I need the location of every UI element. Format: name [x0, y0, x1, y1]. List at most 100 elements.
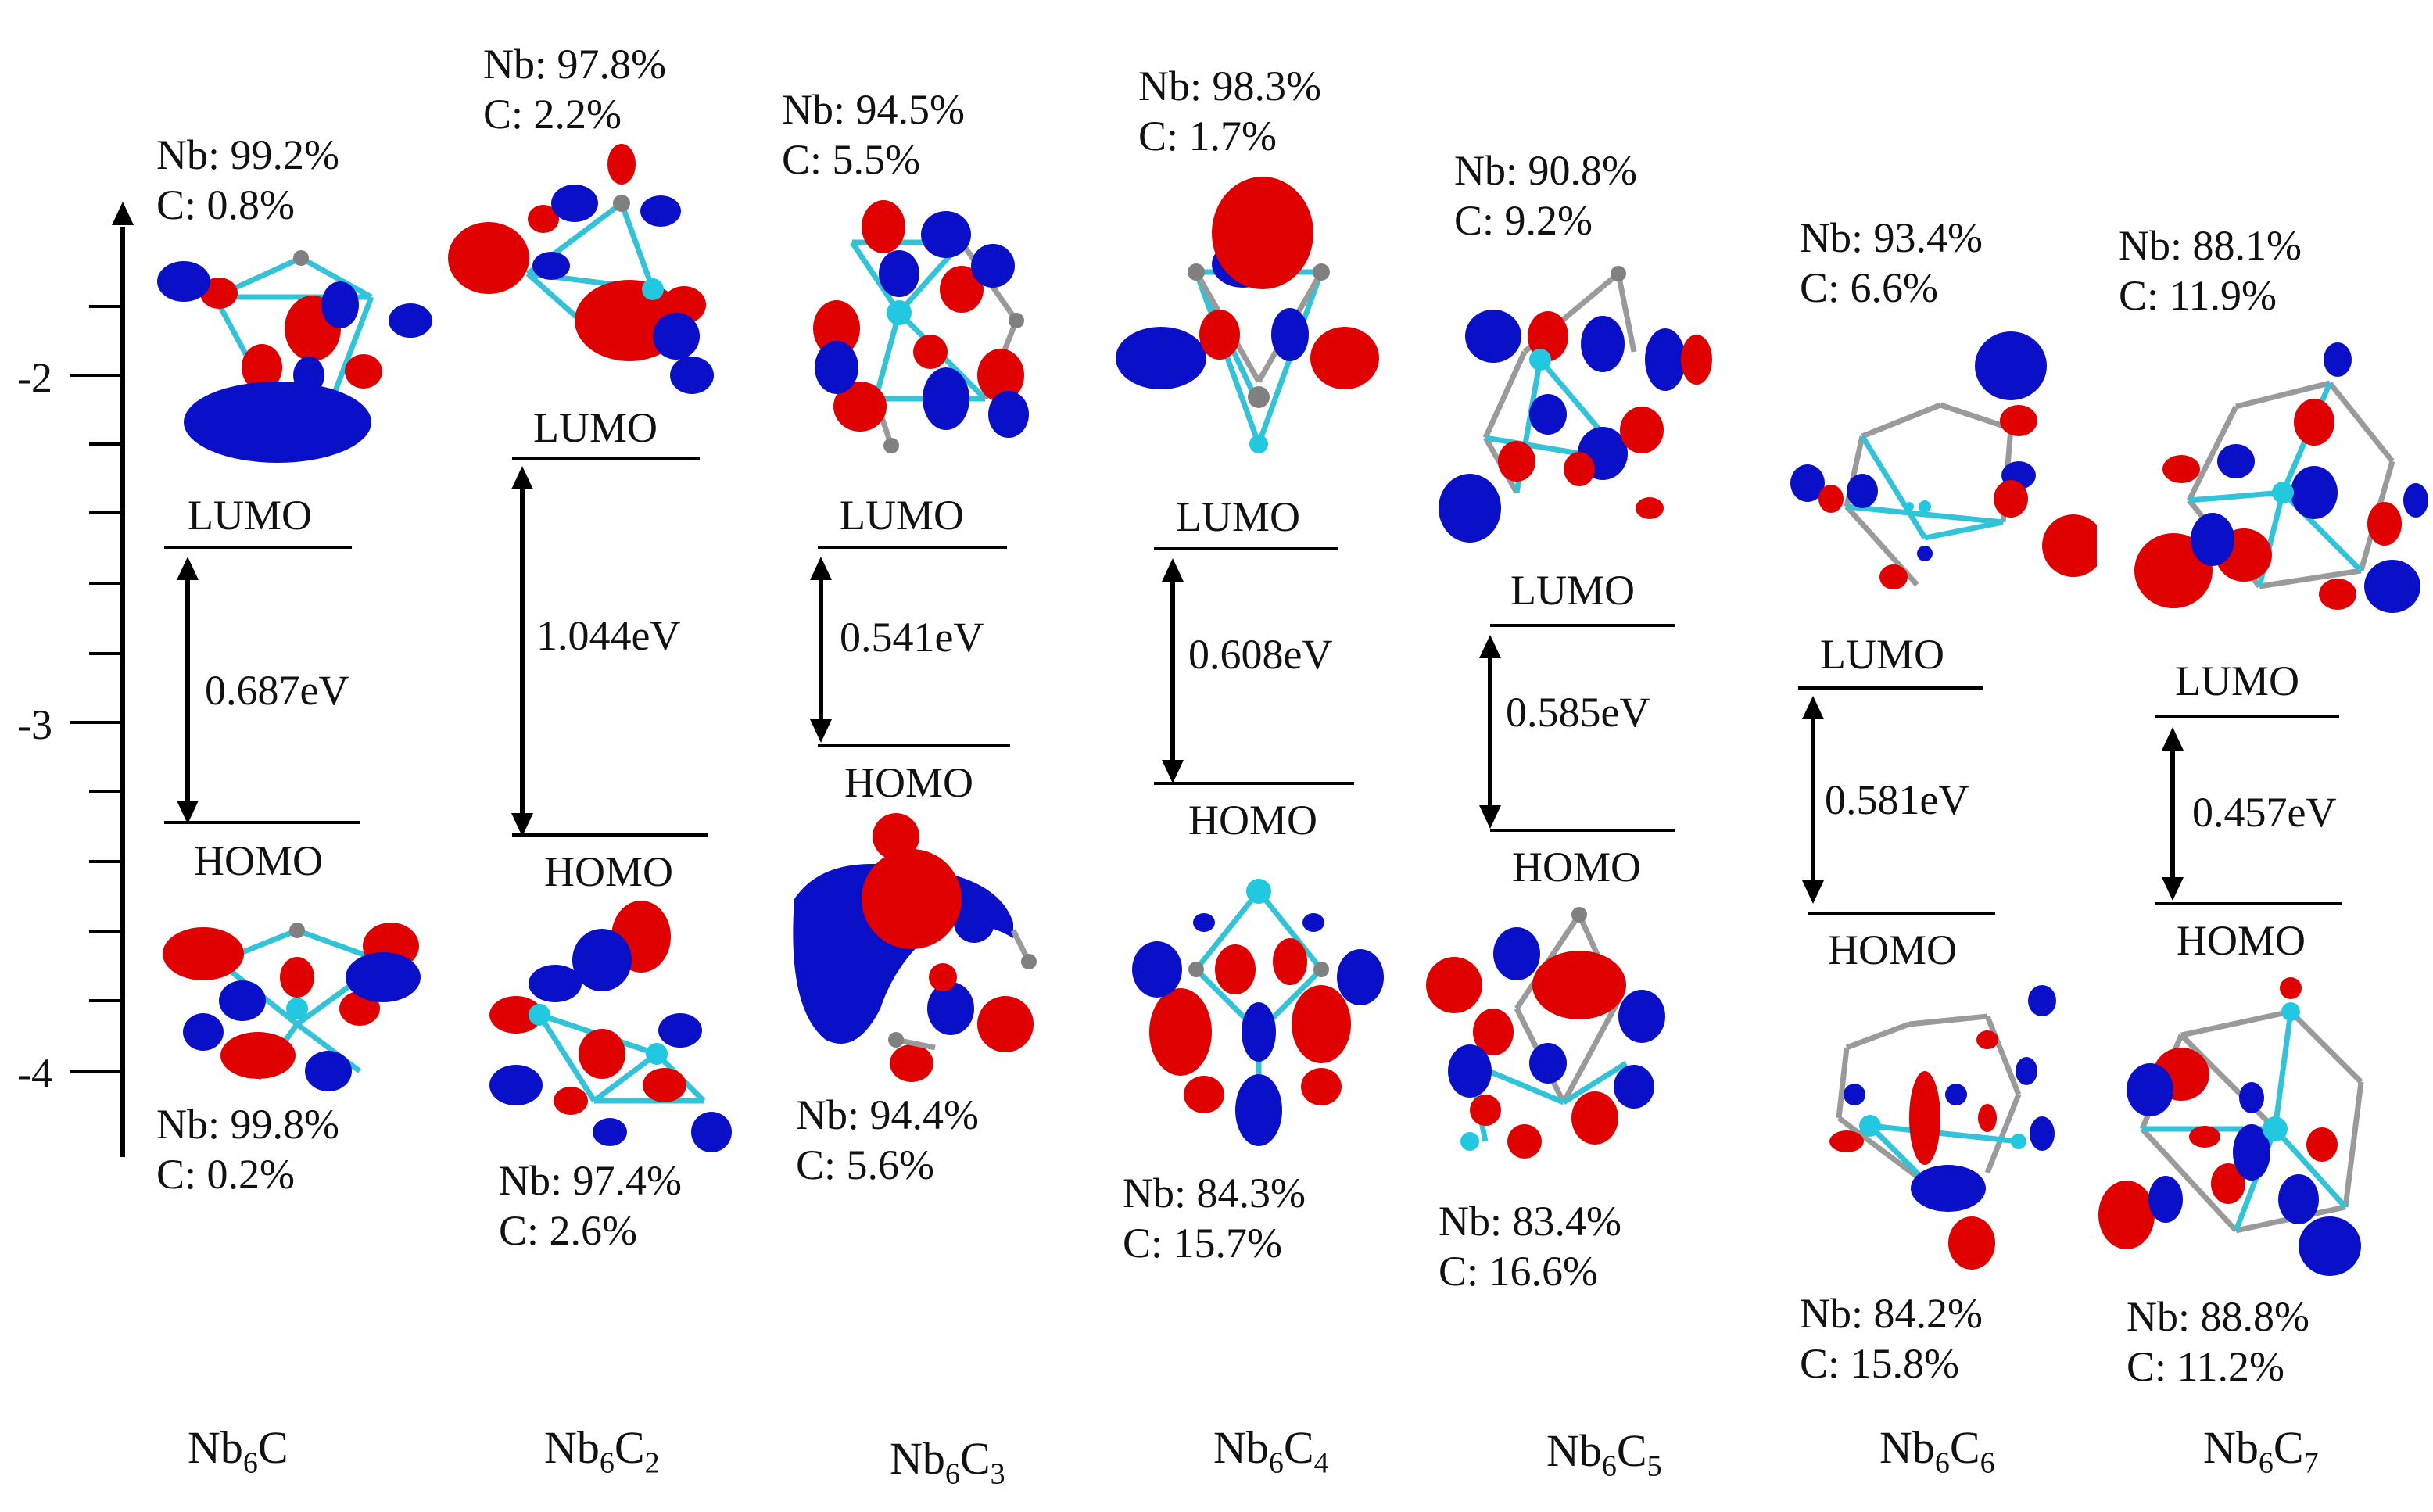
cluster-name-c: C	[614, 1422, 645, 1473]
cluster-name-nb: Nb	[1546, 1425, 1602, 1476]
homo-level-line	[2155, 902, 2342, 905]
cluster-name: Nb6C6	[1879, 1421, 1995, 1481]
homo-level-line	[1490, 829, 1675, 832]
cluster-name: Nb6C4	[1213, 1421, 1329, 1481]
lumo-level-line	[512, 457, 700, 460]
cluster-name-c: C	[1949, 1422, 1980, 1473]
lumo-nb-percent: Nb: 90.8%	[1454, 147, 1637, 194]
gap-arrow-head-down	[1802, 880, 1824, 904]
lumo-c-percent: C: 0.8%	[156, 181, 296, 228]
homo-orbital-cluster	[489, 901, 732, 1152]
lumo-level-line	[818, 546, 1007, 549]
homo-c-percent: C: 5.6%	[796, 1141, 935, 1188]
cluster-name-c: C	[959, 1433, 991, 1484]
axis-tick-label: -3	[17, 701, 52, 748]
lumo-level-line	[1154, 547, 1338, 550]
homo-nb-percent: Nb: 99.8%	[156, 1101, 339, 1148]
homo-nb-percent: Nb: 83.4%	[1439, 1198, 1621, 1245]
lumo-c-percent: C: 2.2%	[483, 91, 622, 138]
cluster-name-c: C	[2273, 1422, 2304, 1473]
lumo-nb-percent: Nb: 88.1%	[2119, 222, 2302, 269]
lumo-c-percent: C: 11.9%	[2119, 272, 2277, 319]
cluster-name-sub-nb: 6	[1601, 1449, 1617, 1483]
axis-tick-minor	[89, 930, 124, 933]
lumo-composition: Nb: 88.1% C: 11.9%	[2119, 220, 2302, 321]
cluster-name: Nb6C7	[2203, 1421, 2319, 1481]
homo-orbital-cluster	[1426, 907, 1665, 1159]
cluster-name-sub-nb: 6	[2258, 1446, 2274, 1480]
axis-tick-minor	[89, 790, 124, 793]
axis-tick-major	[70, 374, 124, 377]
homo-orbital-cluster	[163, 923, 421, 1091]
gap-arrow-head-up	[1802, 696, 1824, 719]
homo-composition: Nb: 83.4% C: 16.6%	[1439, 1196, 1621, 1296]
gap-value: 1.044eV	[536, 612, 681, 659]
gap-arrow	[520, 485, 525, 822]
lumo-nb-percent: Nb: 93.4%	[1800, 214, 1983, 261]
cluster-name-sub-c: 5	[1646, 1449, 1662, 1483]
lumo-c-percent: C: 5.5%	[782, 136, 921, 183]
gap-arrow-head-down	[1479, 805, 1501, 829]
homo-nb-percent: Nb: 97.4%	[499, 1157, 682, 1204]
homo-composition: Nb: 94.4% C: 5.6%	[796, 1090, 979, 1190]
homo-composition: Nb: 88.8% C: 11.2%	[2127, 1292, 2309, 1392]
homo-c-percent: C: 16.6%	[1439, 1248, 1599, 1295]
lumo-label: LUMO	[2175, 657, 2299, 704]
lumo-orbital-cluster	[1439, 266, 1712, 543]
lumo-nb-percent: Nb: 94.5%	[782, 86, 965, 133]
lumo-composition: Nb: 97.8% C: 2.2%	[483, 39, 666, 139]
cluster-name-sub-c: 7	[2303, 1446, 2319, 1480]
cluster-name-c: C	[1616, 1425, 1647, 1476]
cluster-name-c: C	[1283, 1422, 1314, 1473]
lumo-composition: Nb: 90.8% C: 9.2%	[1454, 145, 1637, 245]
lumo-c-percent: C: 9.2%	[1454, 197, 1593, 244]
lumo-orbital-cluster	[1116, 177, 1379, 453]
gap-arrow-head-down	[1162, 760, 1184, 783]
lumo-composition: Nb: 99.2% C: 0.8%	[156, 130, 339, 230]
gap-arrow-head-down	[511, 813, 533, 837]
cluster-name-nb: Nb	[188, 1422, 243, 1473]
axis-tick-minor	[89, 511, 124, 514]
axis-tick-major	[70, 721, 124, 724]
lumo-composition: Nb: 98.3% C: 1.7%	[1138, 61, 1321, 161]
lumo-orbital-cluster	[1790, 331, 2097, 589]
gap-value: 0.608eV	[1188, 631, 1333, 678]
lumo-nb-percent: Nb: 98.3%	[1138, 63, 1321, 109]
gap-arrow-head-up	[1479, 635, 1501, 658]
homo-label: HOMO	[844, 759, 974, 806]
axis-tick-major	[70, 1070, 124, 1073]
homo-label: HOMO	[1512, 844, 1642, 890]
lumo-nb-percent: Nb: 97.8%	[483, 41, 666, 88]
homo-orbital-cluster	[793, 813, 1037, 1082]
homo-c-percent: C: 15.8%	[1800, 1340, 1960, 1387]
gap-arrow-head-up	[810, 557, 832, 580]
homo-composition: Nb: 84.3% C: 15.7%	[1123, 1168, 1306, 1268]
homo-label: HOMO	[544, 848, 674, 895]
cluster-name: Nb6C5	[1546, 1424, 1662, 1484]
homo-c-percent: C: 2.6%	[499, 1207, 638, 1254]
gap-arrow-head-up	[1162, 558, 1184, 582]
axis-tick-minor	[89, 305, 124, 308]
gap-arrow-head-down	[810, 719, 832, 743]
homo-label: HOMO	[1828, 926, 1958, 973]
cluster-name-nb: Nb	[544, 1422, 600, 1473]
lumo-orbital-cluster	[2134, 342, 2428, 613]
gap-value: 0.585eV	[1506, 689, 1650, 736]
cluster-name-sub-nb: 6	[1268, 1446, 1284, 1480]
lumo-level-line	[1490, 624, 1675, 627]
homo-nb-percent: Nb: 88.8%	[2127, 1293, 2309, 1340]
lumo-label: LUMO	[840, 492, 964, 539]
lumo-orbital-cluster	[813, 200, 1029, 453]
homo-composition: Nb: 97.4% C: 2.6%	[499, 1155, 682, 1256]
energy-axis-arrowhead	[112, 202, 134, 225]
axis-tick-minor	[89, 652, 124, 655]
axis-tick-minor	[89, 999, 124, 1002]
gap-value: 0.541eV	[840, 614, 984, 661]
gap-arrow	[1488, 657, 1492, 813]
homo-label: HOMO	[1188, 797, 1318, 844]
homo-level-line	[1808, 912, 1995, 915]
lumo-label: LUMO	[188, 492, 312, 539]
homo-c-percent: C: 15.7%	[1123, 1220, 1283, 1267]
lumo-label: LUMO	[533, 404, 658, 451]
